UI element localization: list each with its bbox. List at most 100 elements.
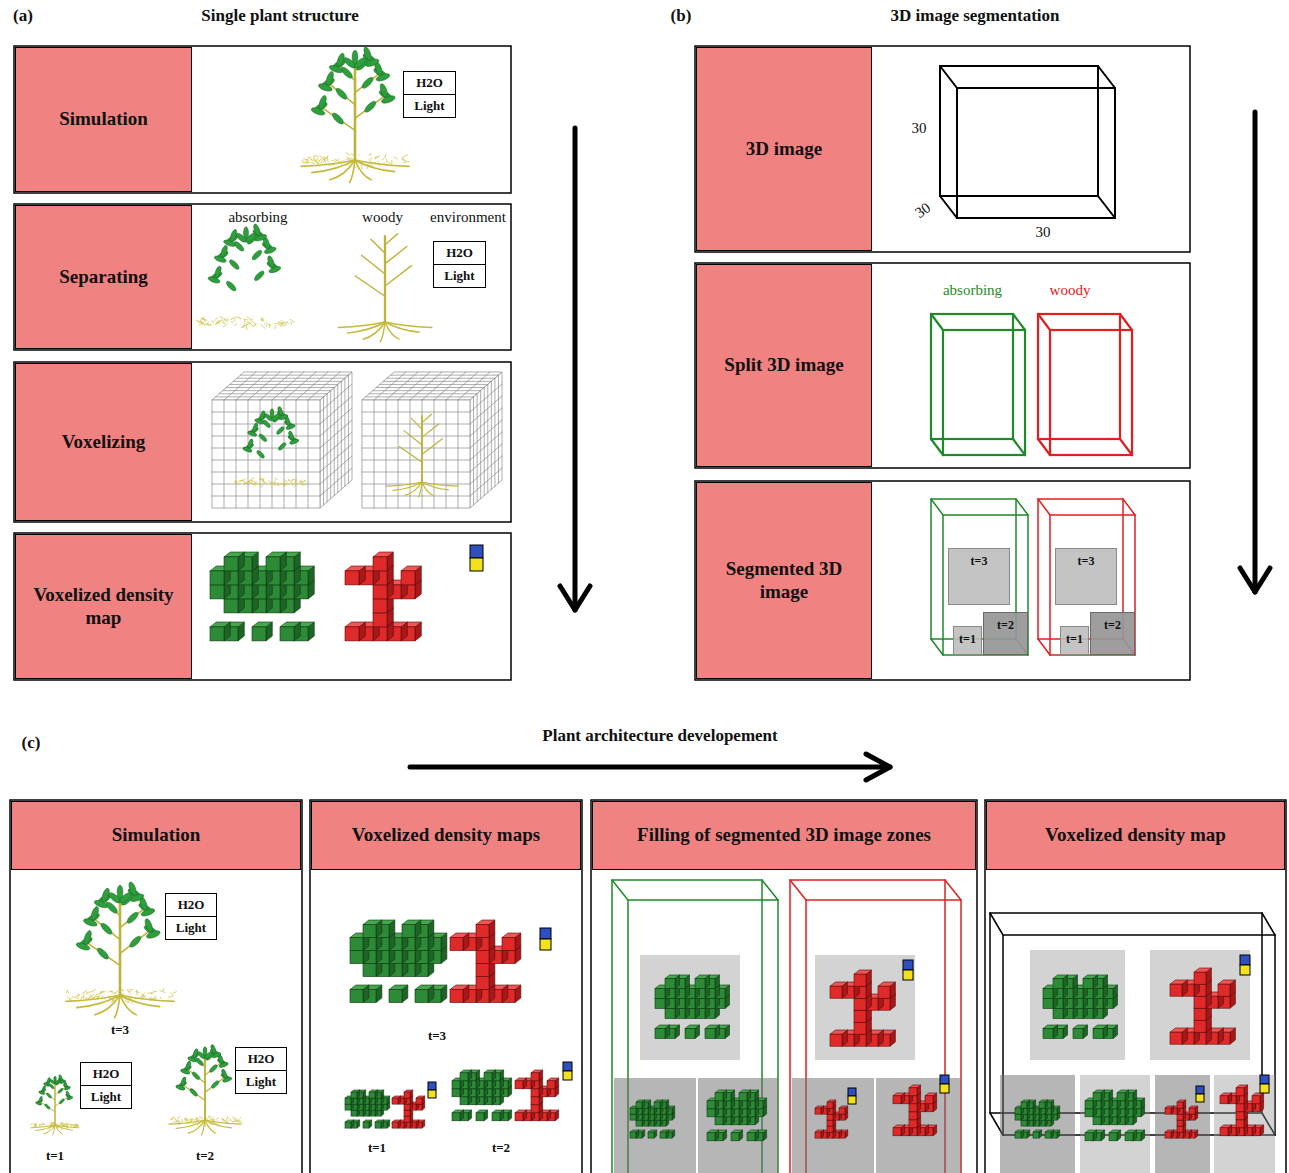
voxel-top — [1033, 1130, 1042, 1132]
fine-root — [151, 992, 153, 993]
grid-line — [284, 372, 316, 400]
leaf — [44, 1103, 50, 1109]
voxel-top — [815, 1130, 824, 1132]
voxel-top — [210, 622, 230, 627]
fine-root — [323, 159, 324, 160]
fine-root — [64, 1124, 66, 1125]
grid-front — [212, 400, 320, 508]
root — [169, 1120, 205, 1124]
grid-line — [398, 372, 430, 400]
fine-root — [66, 1123, 67, 1124]
fine-root — [292, 480, 293, 481]
row-frame — [14, 533, 511, 680]
leaf — [221, 1069, 228, 1079]
leaf — [210, 1080, 220, 1090]
fine-root — [43, 1124, 45, 1125]
leaf — [277, 442, 287, 452]
fine-root — [34, 1125, 35, 1127]
fine-root — [168, 996, 173, 997]
voxel-front — [1033, 1132, 1039, 1138]
grid-line — [458, 372, 490, 400]
fine-root — [51, 1123, 52, 1124]
grid-line — [230, 384, 338, 385]
branch — [43, 1091, 55, 1101]
fine-root — [86, 997, 90, 999]
fine-root — [261, 319, 262, 321]
leaf — [42, 1085, 47, 1092]
grid-line — [260, 372, 292, 400]
fine-root — [35, 1126, 37, 1128]
grid-line — [236, 400, 237, 508]
voxel-front — [375, 1122, 381, 1128]
fine-root — [346, 153, 350, 155]
branch — [93, 918, 120, 940]
grid-line — [491, 381, 492, 489]
fine-root — [291, 482, 293, 485]
fine-root — [391, 161, 392, 164]
wire-edge — [940, 66, 957, 88]
voxel-top — [665, 975, 680, 979]
grid-line — [470, 420, 502, 448]
fine-root — [323, 160, 325, 163]
leaf — [191, 1071, 201, 1081]
voxel-front — [715, 1093, 723, 1101]
root — [301, 160, 355, 166]
fine-root — [228, 1116, 229, 1118]
fine-root — [274, 483, 275, 486]
fine-root — [212, 1117, 213, 1119]
branch — [385, 234, 397, 245]
fine-root — [223, 324, 227, 327]
root — [201, 1120, 205, 1135]
voxel-top — [1170, 1028, 1187, 1032]
fine-root — [285, 484, 288, 486]
fine-root — [375, 156, 380, 159]
fine-root — [249, 480, 251, 482]
voxel-top — [351, 1090, 360, 1092]
env-icon-water — [540, 928, 551, 939]
root — [355, 160, 409, 166]
branch — [120, 930, 151, 953]
env-icon-water — [563, 1062, 572, 1071]
root — [55, 1125, 79, 1128]
fine-root — [174, 992, 177, 993]
fine-root — [358, 154, 360, 156]
leaf — [82, 930, 92, 946]
grid-line — [470, 396, 502, 424]
grid-side — [470, 372, 502, 508]
voxel-top — [660, 1130, 669, 1132]
fine-root — [182, 1119, 183, 1121]
fine-root — [295, 482, 298, 484]
voxel-front — [351, 1110, 357, 1116]
voxel-top — [1043, 1025, 1058, 1029]
voxel-top — [373, 552, 393, 557]
voxel-front — [1194, 1008, 1206, 1020]
grid-line — [386, 400, 387, 508]
grid-line — [216, 396, 324, 397]
env-icon-water — [940, 1075, 949, 1084]
leaf — [247, 438, 254, 448]
voxel-top — [224, 552, 244, 557]
fine-root — [30, 1124, 31, 1126]
env-icon-light — [428, 1090, 436, 1098]
grid-line — [383, 381, 491, 382]
env-icon-water — [848, 1088, 856, 1096]
voxel-top — [1093, 1025, 1108, 1029]
grid-line — [248, 400, 249, 508]
fine-root — [308, 157, 310, 159]
fine-root — [225, 1120, 226, 1122]
branch — [120, 908, 145, 928]
voxel-front — [630, 1108, 636, 1114]
segment-zone — [614, 1078, 696, 1173]
voxel-top — [830, 1030, 847, 1034]
env-icon-water — [1240, 955, 1250, 965]
fine-root — [185, 1118, 189, 1121]
branch — [371, 239, 385, 253]
grid-line — [320, 456, 352, 484]
fine-root — [186, 1119, 188, 1121]
fine-root — [282, 325, 286, 326]
fine-root — [154, 996, 156, 999]
root — [66, 995, 120, 1001]
env-icon-light — [903, 970, 913, 980]
voxel-top — [460, 1070, 472, 1073]
leaf — [276, 426, 286, 436]
